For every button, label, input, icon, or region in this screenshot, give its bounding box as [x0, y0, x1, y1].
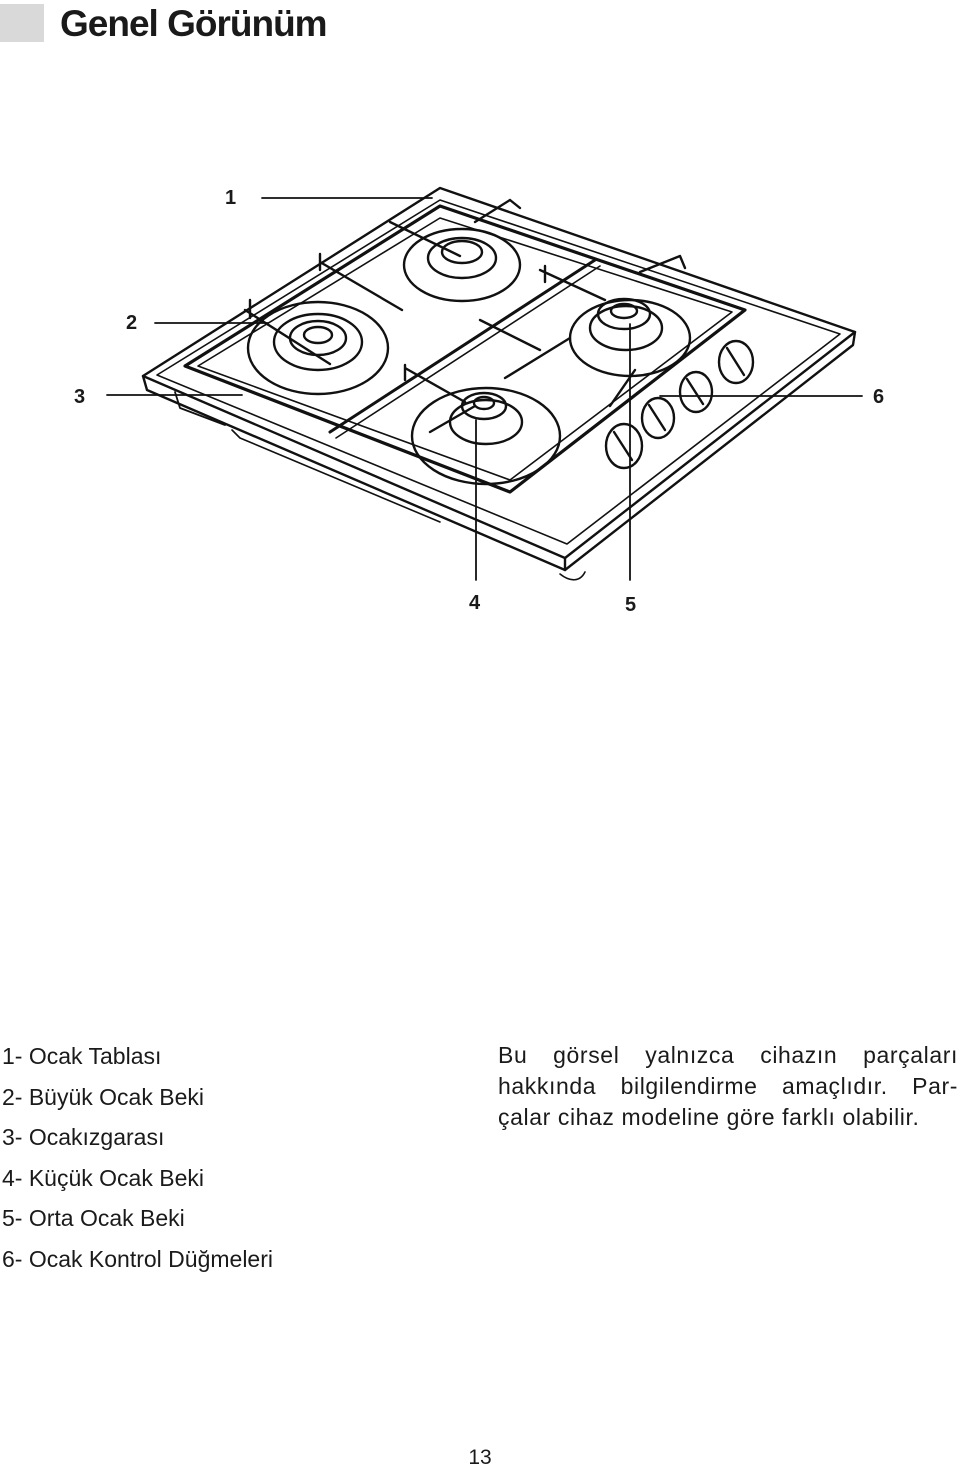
legend-item: 6- Ocak Kontrol Düğmeleri — [2, 1245, 273, 1272]
page-title: Genel Görünüm — [60, 3, 328, 44]
note-line: çalar cihaz modeline göre farklı olabili… — [498, 1104, 920, 1130]
callout-5: 5 — [625, 594, 637, 616]
callout-6: 6 — [873, 386, 885, 408]
callout-1: 1 — [225, 187, 237, 209]
hob-plate — [141, 186, 857, 560]
parts-legend: 1- Ocak Tablası 2- Büyük Ocak Beki 3- Oc… — [2, 1036, 273, 1279]
grate-frame — [183, 204, 747, 494]
hob-illustration — [0, 170, 960, 640]
title-decoration-block — [0, 4, 44, 42]
legend-item: 5- Orta Ocak Beki — [2, 1205, 185, 1231]
page-number: 13 — [468, 1446, 492, 1469]
legend-item: 2- Büyük Ocak Beki — [2, 1083, 204, 1110]
small-burner — [410, 386, 562, 486]
disclaimer-note: Bu görsel yalnızca cihazın parçaları hak… — [498, 1040, 958, 1133]
callout-2: 2 — [126, 312, 138, 334]
large-burner — [246, 300, 390, 396]
control-knobs — [604, 339, 755, 470]
callout-3: 3 — [74, 386, 86, 408]
rear-burner — [402, 227, 522, 303]
note-line: hakkında bilgilendirme amaçlıdır. Par- — [498, 1073, 958, 1099]
grate-divider — [328, 258, 597, 434]
legend-item: 1- Ocak Tablası — [2, 1043, 162, 1069]
legend-item: 3- Ocakızgarası — [2, 1124, 165, 1150]
hob-plate-side — [141, 330, 857, 572]
hob-drawing — [106, 186, 863, 581]
note-line: Bu görsel yalnızca cihazın parçaları — [498, 1042, 958, 1068]
callout-4: 4 — [469, 592, 481, 614]
legend-item: 4- Küçük Ocak Beki — [2, 1164, 204, 1191]
callout-leaders — [106, 197, 863, 581]
